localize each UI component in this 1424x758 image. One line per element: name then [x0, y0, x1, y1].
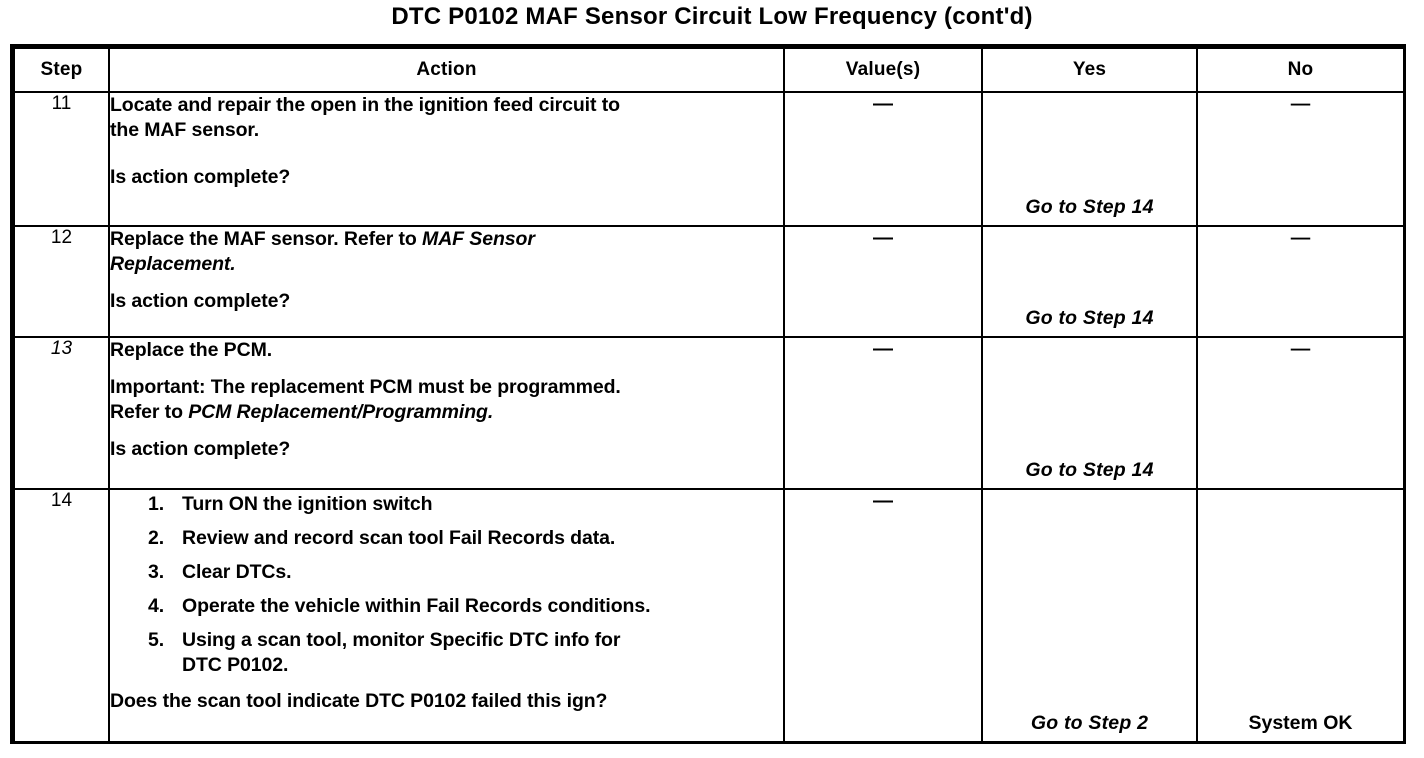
action-question: Is action complete?: [110, 438, 291, 460]
step-number-13: 13: [13, 336, 110, 490]
substep-list: Turn ON the ignition switch Review and r…: [110, 492, 783, 678]
goto-link-yes[interactable]: Go to Step 2: [1030, 712, 1149, 734]
goto-link-yes[interactable]: Go to Step 14: [1025, 196, 1154, 218]
table-row: 13 Replace the PCM. Important: The repla…: [13, 336, 1405, 490]
action-question: Is action complete?: [110, 166, 291, 188]
list-item: Clear DTCs.: [148, 560, 292, 585]
no-value: —: [1290, 227, 1311, 249]
reference-title: MAF Sensor: [422, 228, 535, 250]
table-row: 14 Turn ON the ignition switch Review an…: [13, 488, 1405, 743]
goto-link-yes[interactable]: Go to Step 14: [1025, 307, 1154, 329]
no-cell-11: —: [1196, 91, 1405, 227]
list-item: Operate the vehicle within Fail Records …: [148, 594, 651, 619]
value-cell-13: —: [783, 336, 983, 490]
table-row: 11 Locate and repair the open in the ign…: [13, 91, 1405, 227]
action-cell-11: Locate and repair the open in the igniti…: [108, 91, 785, 227]
no-result-label: System OK: [1248, 712, 1353, 734]
diagnostic-table: Step Action Value(s) Yes No 11 Locate an…: [13, 47, 1405, 743]
no-value: —: [1290, 93, 1311, 115]
action-line: the MAF sensor.: [110, 119, 260, 141]
step-number-14: 14: [13, 488, 110, 743]
goto-link-yes[interactable]: Go to Step 14: [1025, 459, 1154, 481]
page-title: DTC P0102 MAF Sensor Circuit Low Frequen…: [391, 3, 1033, 30]
yes-cell-14: Go to Step 2: [981, 488, 1198, 743]
important-text: The replacement PCM must be programmed.: [205, 376, 621, 398]
value-cell-12: —: [783, 225, 983, 338]
no-cell-13: —: [1196, 336, 1405, 490]
column-header-step: Step: [13, 47, 110, 93]
action-cell-14: Turn ON the ignition switch Review and r…: [108, 488, 785, 743]
refer-plain: Refer to: [110, 401, 189, 423]
action-line: Replace the PCM.: [110, 339, 273, 361]
no-cell-12: —: [1196, 225, 1405, 338]
no-cell-14: System OK: [1196, 488, 1405, 743]
list-item: Using a scan tool, monitor Specific DTC …: [148, 628, 621, 676]
list-item: Review and record scan tool Fail Records…: [148, 526, 616, 551]
column-header-no: No: [1196, 47, 1405, 93]
important-note: Important: The replacement PCM must be p…: [110, 375, 783, 400]
list-item: Turn ON the ignition switch: [148, 492, 433, 517]
action-text-plain: Replace the MAF sensor. Refer to: [110, 228, 423, 250]
no-value: —: [1290, 338, 1311, 360]
action-question: Does the scan tool indicate DTC P0102 fa…: [110, 690, 608, 712]
reference-title: PCM Replacement/Programming.: [188, 401, 494, 423]
column-header-yes: Yes: [981, 47, 1198, 93]
value-cell-11: —: [783, 91, 983, 227]
diagnostic-table-wrapper: Step Action Value(s) Yes No 11 Locate an…: [10, 44, 1406, 744]
column-header-action: Action: [108, 47, 785, 93]
table-row: 12 Replace the MAF sensor. Refer to MAF …: [13, 225, 1405, 338]
action-cell-12: Replace the MAF sensor. Refer to MAF Sen…: [108, 225, 785, 338]
yes-cell-13: Go to Step 14: [981, 336, 1198, 490]
table-header-row: Step Action Value(s) Yes No: [13, 47, 1405, 93]
action-cell-13: Replace the PCM. Important: The replacem…: [108, 336, 785, 490]
step-number-11: 11: [13, 91, 110, 227]
action-line: Replace the MAF sensor. Refer to MAF Sen…: [110, 227, 783, 252]
important-label: Important:: [110, 376, 206, 398]
column-header-value: Value(s): [783, 47, 983, 93]
refer-line: Refer to PCM Replacement/Programming.: [110, 400, 783, 425]
step-number-12: 12: [13, 225, 110, 338]
action-question: Is action complete?: [110, 290, 291, 312]
yes-cell-12: Go to Step 14: [981, 225, 1198, 338]
action-line: Locate and repair the open in the igniti…: [110, 94, 620, 116]
yes-cell-11: Go to Step 14: [981, 91, 1198, 227]
value-cell-14: —: [783, 488, 983, 743]
reference-title-cont: Replacement.: [110, 253, 236, 275]
